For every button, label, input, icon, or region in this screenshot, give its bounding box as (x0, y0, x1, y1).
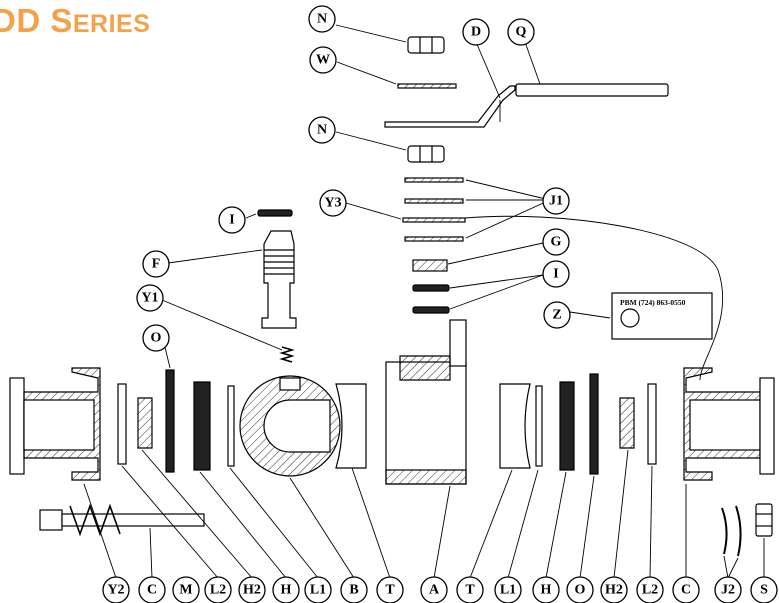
bolt-m (39, 503, 205, 537)
washers-j2 (721, 505, 742, 557)
stem-f (261, 230, 297, 329)
callout-bottom-c-right: C (681, 583, 691, 598)
body-a (385, 319, 467, 485)
seat-h-left (193, 381, 211, 471)
callout-bottom-y2: Y2 (107, 583, 124, 598)
washer-w (397, 83, 457, 89)
callout-z: Z (552, 308, 561, 323)
seat-t-left (335, 383, 367, 469)
callout-bottom-j2: J2 (721, 583, 735, 598)
callout-bottom-o: O (575, 583, 586, 598)
belleville-washers-j1 (402, 177, 466, 242)
callout-f: F (152, 257, 161, 272)
end-connector-left (9, 367, 101, 481)
callout-o-top: O (151, 331, 162, 346)
nameplate-text: PBM (724) 863-0550 (620, 298, 686, 307)
callout-bottom-h-left: H (281, 583, 292, 598)
callout-w: W (316, 53, 330, 68)
callout-bottom-m: M (179, 583, 192, 598)
seal-ring-i-1 (412, 284, 450, 292)
gland-g (412, 259, 448, 272)
seat-h2-left (137, 397, 153, 449)
callout-bottom-a: A (429, 583, 440, 598)
gasket-l1-left (227, 385, 235, 467)
ball-b (239, 375, 341, 477)
callout-bottom-t-right: T (465, 583, 475, 598)
nut-s (755, 503, 773, 537)
nut-top (407, 36, 445, 54)
handle (384, 83, 669, 128)
nut-mid (407, 145, 445, 163)
seal-ring-i-left (257, 209, 293, 217)
callout-i-left: I (229, 213, 234, 228)
lanyard-cable (464, 215, 724, 381)
callout-bottom-c-left: C (147, 583, 157, 598)
callout-n-top: N (317, 12, 327, 27)
series-title: DD SERIES (0, 2, 151, 39)
callout-bottom-t-left: T (385, 583, 395, 598)
nameplate-z (611, 292, 713, 340)
gasket-l2-left (117, 383, 127, 465)
callout-i-right: I (553, 267, 558, 282)
callout-g: G (551, 235, 562, 250)
seat-t-right (499, 383, 531, 469)
callout-bottom-l1-left: L1 (310, 583, 326, 598)
callout-bottom-h2-left: H2 (243, 583, 261, 598)
callout-bottom-l1-right: L1 (500, 583, 516, 598)
callout-bottom-b: B (349, 583, 358, 598)
callout-j1: J1 (549, 194, 563, 209)
callout-bottom-s: S (760, 583, 768, 598)
o-ring-left (165, 369, 175, 473)
o-ring-right (589, 373, 599, 475)
callout-bottom-h2-right: H2 (605, 583, 623, 598)
callout-bottom-l2-left: L2 (210, 583, 226, 598)
end-connector-right (683, 367, 775, 481)
seat-h2-right (619, 397, 635, 449)
seat-h-right (559, 381, 575, 471)
callout-y3: Y3 (324, 196, 341, 211)
gasket-l1-right (535, 385, 543, 467)
seal-ring-i-2 (412, 306, 450, 314)
callout-bottom-h-right: H (541, 583, 552, 598)
callout-y1: Y1 (141, 291, 158, 306)
spring-y1 (279, 346, 295, 363)
callout-q: Q (516, 25, 527, 40)
gasket-l2-right (647, 383, 657, 465)
callout-n-mid: N (317, 123, 327, 138)
callout-d: D (471, 25, 481, 40)
callout-bottom-l2-right: L2 (642, 583, 658, 598)
